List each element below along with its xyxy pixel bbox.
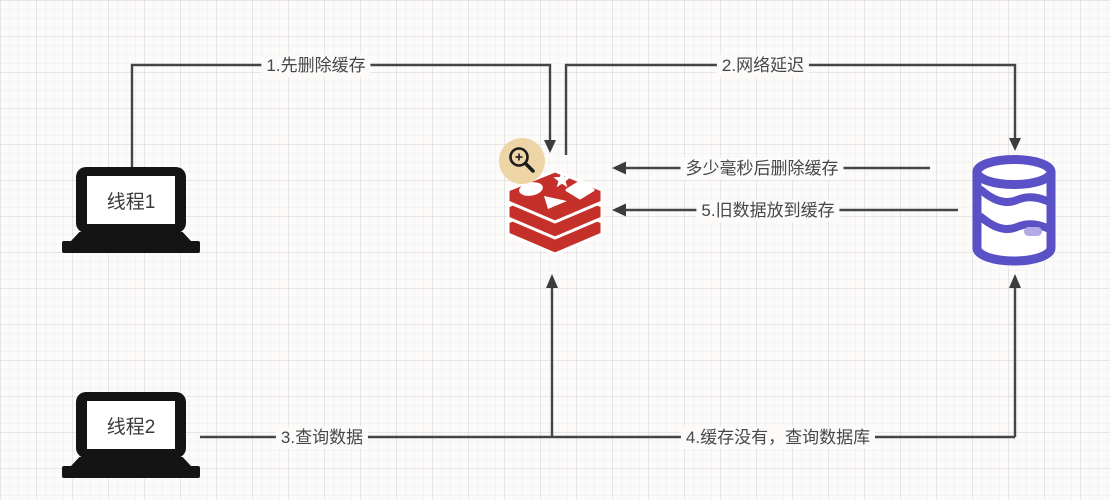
arrowhead-left-5 (612, 203, 626, 217)
diamond-shape (565, 180, 595, 200)
database-icon (972, 155, 1056, 266)
edge-label-4: 4.缓存没有，查询数据库 (680, 426, 876, 450)
magnifier-glyph (509, 147, 535, 173)
laptop-icon: 线程1 (76, 167, 186, 233)
edge-label-3: 3.查询数据 (275, 426, 369, 450)
magnifier-cursor-icon (499, 138, 545, 184)
triangle-shape (544, 196, 567, 209)
star-shape (553, 171, 571, 188)
arrowhead-down-database (1009, 138, 1021, 151)
redis-top-shapes (519, 171, 595, 209)
thread1-label: 线程1 (87, 176, 175, 224)
database-highlight (1024, 227, 1042, 236)
edge-label-1: 1.先删除缓存 (261, 54, 371, 78)
redis-icon (506, 169, 604, 256)
laptop-neck (71, 232, 191, 241)
laptop-neck (71, 457, 191, 466)
edge-2-path (564, 63, 1017, 155)
laptop-base (62, 466, 200, 478)
laptop-base (62, 241, 200, 253)
arrowhead-down-redis (544, 140, 556, 153)
ellipse-shape (519, 182, 543, 196)
thread2-node: 线程2 (62, 392, 200, 478)
thread2-label: 线程2 (87, 401, 175, 449)
arrowhead-up-redis (546, 274, 558, 288)
thread1-node: 线程1 (62, 167, 200, 253)
edge-label-5: 5.旧数据放到缓存 (696, 199, 840, 223)
arrowhead-up-database (1009, 274, 1021, 288)
arrowhead-left-ms (612, 161, 626, 175)
edge-label-ms: 多少毫秒后删除缓存 (680, 157, 844, 181)
laptop-icon: 线程2 (76, 392, 186, 458)
edge-1-path (130, 63, 552, 167)
edge-label-2: 2.网络延迟 (716, 54, 810, 78)
